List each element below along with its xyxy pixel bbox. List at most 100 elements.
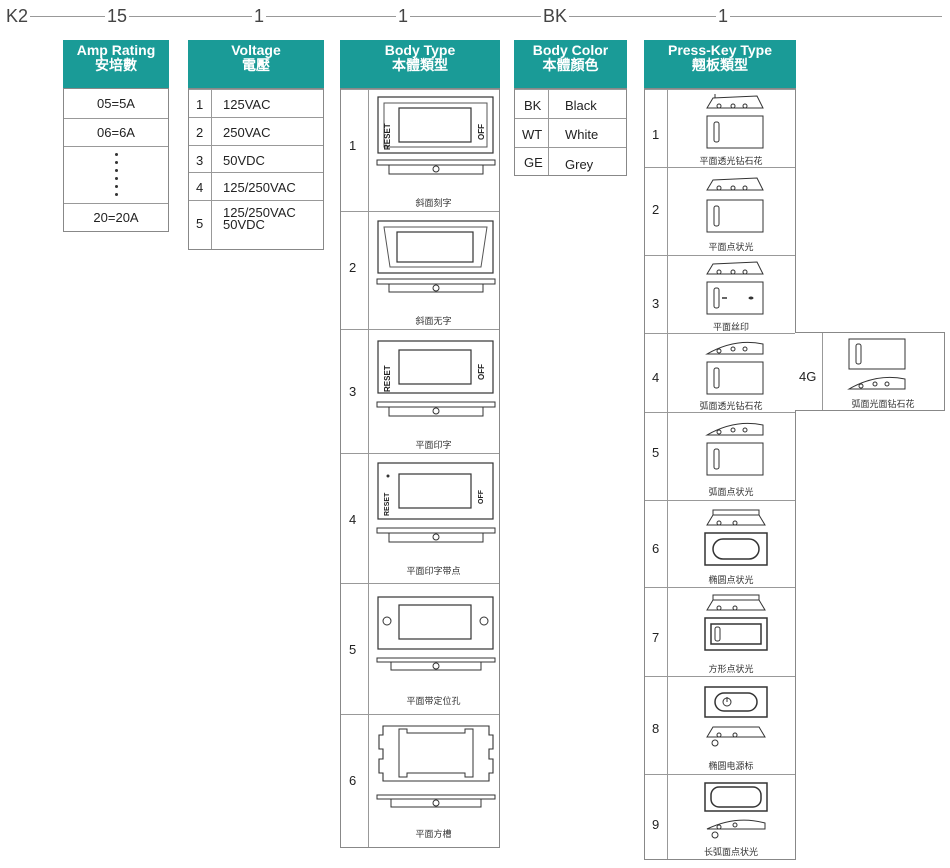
body-type-code: 2 [349, 260, 357, 275]
reset-label: RESET [384, 492, 391, 516]
amp-rating-table: 05=5A 06=6A 20=20A [63, 88, 169, 232]
press-key-code: 5 [652, 445, 660, 460]
press-key-caption: 平面透光钻石花 [699, 156, 763, 166]
color-code: WT [522, 127, 543, 142]
voltage-header-zh: 電壓 [242, 57, 270, 73]
color-name: Black [565, 98, 597, 113]
press-key-caption: 平面点状光 [708, 242, 754, 252]
code-segment-press-key: 1 [716, 6, 731, 26]
body-type-2-drawing [376, 220, 496, 293]
table-row: 3 50VDC [189, 145, 323, 172]
column-divider [368, 89, 369, 847]
press-key-code-4g: 4G [799, 369, 817, 384]
body-type-caption: 平面印字带点 [406, 566, 461, 576]
ellipsis-dot [115, 169, 118, 172]
press-key-code: 8 [652, 721, 660, 736]
code-segment-body-color: BK [541, 6, 570, 26]
amp-value: 05=5A [97, 96, 135, 111]
color-code: BK [524, 98, 542, 113]
body-type-6-drawing [376, 725, 496, 808]
body-type-1-drawing [376, 96, 496, 175]
press-key-header-en: Press-Key Type [667, 42, 772, 58]
body-type-code: 1 [349, 138, 357, 153]
press-key-code: 9 [652, 817, 660, 832]
press-key-code: 7 [652, 630, 660, 645]
table-row: 7 方形点状光 [645, 587, 795, 676]
code-leader-line [30, 16, 942, 17]
table-row: 2 250VAC [189, 117, 323, 145]
table-row: 9 长弧面点状光 [645, 774, 795, 859]
body-color-table: BK Black WT White GE Grey [514, 88, 627, 176]
body-color-header: Body Color 本體顏色 [514, 40, 627, 88]
table-row: 1 平面透光钻石花 [645, 89, 795, 167]
table-row: 2 斜面无字 [341, 211, 499, 329]
table-row: 20=20A [64, 203, 168, 231]
table-row: 1 RESET OFF 斜面刻字 [341, 89, 499, 211]
table-row: 5 弧面点状光 [645, 412, 795, 500]
body-type-code: 6 [349, 773, 357, 788]
table-row: 4 RESET OFF 平面印字带点 [341, 453, 499, 583]
body-type-4-drawing [376, 462, 496, 543]
voltage-value: 125VAC [223, 97, 271, 112]
table-row: 2 平面点状光 [645, 167, 795, 255]
table-row: 6 平面方槽 [341, 714, 499, 847]
off-label: OFF [478, 490, 485, 504]
off-label: OFF [477, 364, 486, 380]
voltage-header: Voltage 電壓 [188, 40, 324, 88]
body-type-code: 4 [349, 512, 357, 527]
table-row: WT White [515, 118, 626, 147]
press-key-5-drawing [705, 422, 764, 476]
press-key-7-drawing [704, 594, 768, 651]
voltage-value: 125/250VAC [223, 180, 296, 195]
code-segment-series: K2 [4, 6, 31, 26]
voltage-table: 1 125VAC 2 250VAC 3 50VDC 4 125/250VAC 5… [188, 88, 324, 250]
voltage-header-en: Voltage [231, 42, 281, 58]
code-segment-body-type: 1 [396, 6, 411, 26]
table-row: 6 椭圆点状光 [645, 500, 795, 587]
press-key-code: 1 [652, 127, 660, 142]
press-key-code: 4 [652, 370, 660, 385]
body-type-code: 5 [349, 642, 357, 657]
body-type-header-zh: 本體類型 [392, 57, 448, 73]
press-key-caption-4g: 弧面光面钻石花 [851, 399, 915, 409]
body-type-header-en: Body Type [384, 42, 456, 58]
body-type-table: 1 RESET OFF 斜面刻字 2 斜面无字 3 [340, 88, 500, 848]
press-key-2-drawing [706, 177, 764, 233]
press-key-caption: 平面丝印 [712, 322, 749, 332]
amp-rating-header-en: Amp Rating [76, 42, 156, 58]
press-key-code: 2 [652, 202, 660, 217]
amp-rating-header-zh: 安培數 [95, 57, 137, 73]
press-key-caption: 弧面点状光 [708, 487, 754, 497]
code-segment-amp: 15 [105, 6, 130, 26]
body-type-caption: 平面印字 [415, 440, 452, 450]
press-key-header-zh: 翹板類型 [692, 57, 748, 73]
press-key-caption: 方形点状光 [708, 664, 754, 674]
ellipsis-dot [115, 185, 118, 188]
body-type-caption: 平面方槽 [415, 829, 452, 839]
body-color-header-en: Body Color [532, 42, 609, 58]
table-row: 3 RESET OFF 平面印字 [341, 329, 499, 453]
amp-value: 20=20A [93, 210, 139, 225]
ellipsis-dot [115, 161, 118, 164]
press-key-4-drawing [705, 341, 764, 395]
press-key-code: 6 [652, 541, 660, 556]
press-key-4g-drawing [847, 338, 906, 390]
voltage-value: 250VAC [223, 125, 271, 140]
table-row: 06=6A [64, 118, 168, 146]
off-label: OFF [477, 124, 486, 140]
column-divider [667, 89, 668, 859]
table-row: 1 125VAC [189, 89, 323, 117]
code-segment-voltage: 1 [252, 6, 267, 26]
color-code: GE [524, 155, 543, 170]
color-name: White [565, 127, 599, 142]
table-row: 3 平面丝印 [645, 255, 795, 333]
ellipsis-dot [115, 177, 118, 180]
press-key-caption: 椭圆电源标 [708, 761, 754, 771]
press-key-9-drawing [704, 782, 768, 839]
body-type-3-drawing [376, 340, 496, 417]
body-color-header-zh: 本體顏色 [542, 57, 599, 73]
body-type-header: Body Type 本體類型 [340, 40, 500, 88]
press-key-3-drawing [706, 261, 764, 315]
column-divider [211, 89, 212, 249]
voltage-code: 3 [196, 153, 204, 168]
